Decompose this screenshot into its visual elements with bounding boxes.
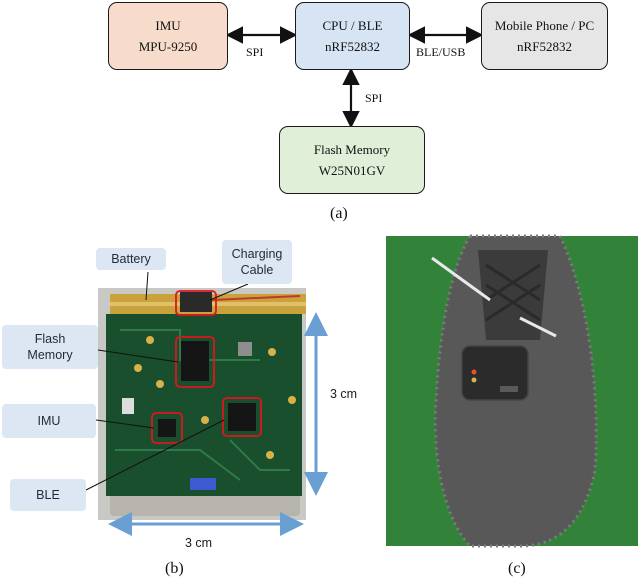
ble-callout-text: BLE [36,488,60,502]
flash-callout-line2: Memory [27,348,73,362]
width-label: 3 cm [185,536,213,550]
ble-highlight [222,397,262,437]
phone-block: Mobile Phone / PC nRF52832 [481,2,608,70]
flash-callout-line1: Flash [34,332,66,346]
charging-cable-callout: Charging Cable [222,240,292,284]
flash-block-part: W25N01GV [318,163,386,178]
phone-block-part: nRF52832 [517,39,572,54]
imu-block: IMU MPU-9250 [108,2,228,70]
height-label: 3 cm [330,387,358,401]
caption-c: (c) [508,560,526,577]
spi-label-flash: SPI [365,91,383,105]
battery-callout: Battery [96,248,166,270]
cpu-block-title: CPU / BLE [322,18,383,33]
caption-b: (b) [165,560,184,577]
imu-callout-text: IMU [37,414,61,428]
ble-usb-label: BLE/USB [416,45,466,59]
ble-callout: BLE [10,479,86,511]
battery-callout-text: Battery [111,252,151,266]
charging-highlight [175,290,217,316]
cpu-block: CPU / BLE nRF52832 [295,2,410,70]
spi-label-imu: SPI [246,45,264,59]
imu-callout: IMU [2,404,96,438]
imu-block-part: MPU-9250 [138,39,198,54]
cpu-block-part: nRF52832 [325,39,380,54]
phone-block-title: Mobile Phone / PC [494,18,595,33]
flash-memory-callout: Flash Memory [2,325,98,369]
charging-callout-line2: Cable [240,263,274,277]
charging-callout-line1: Charging [231,247,283,261]
imu-block-title: IMU [155,18,181,33]
flash-block-title: Flash Memory [313,142,391,157]
caption-a: (a) [330,205,348,222]
flash-block: Flash Memory W25N01GV [279,126,425,194]
